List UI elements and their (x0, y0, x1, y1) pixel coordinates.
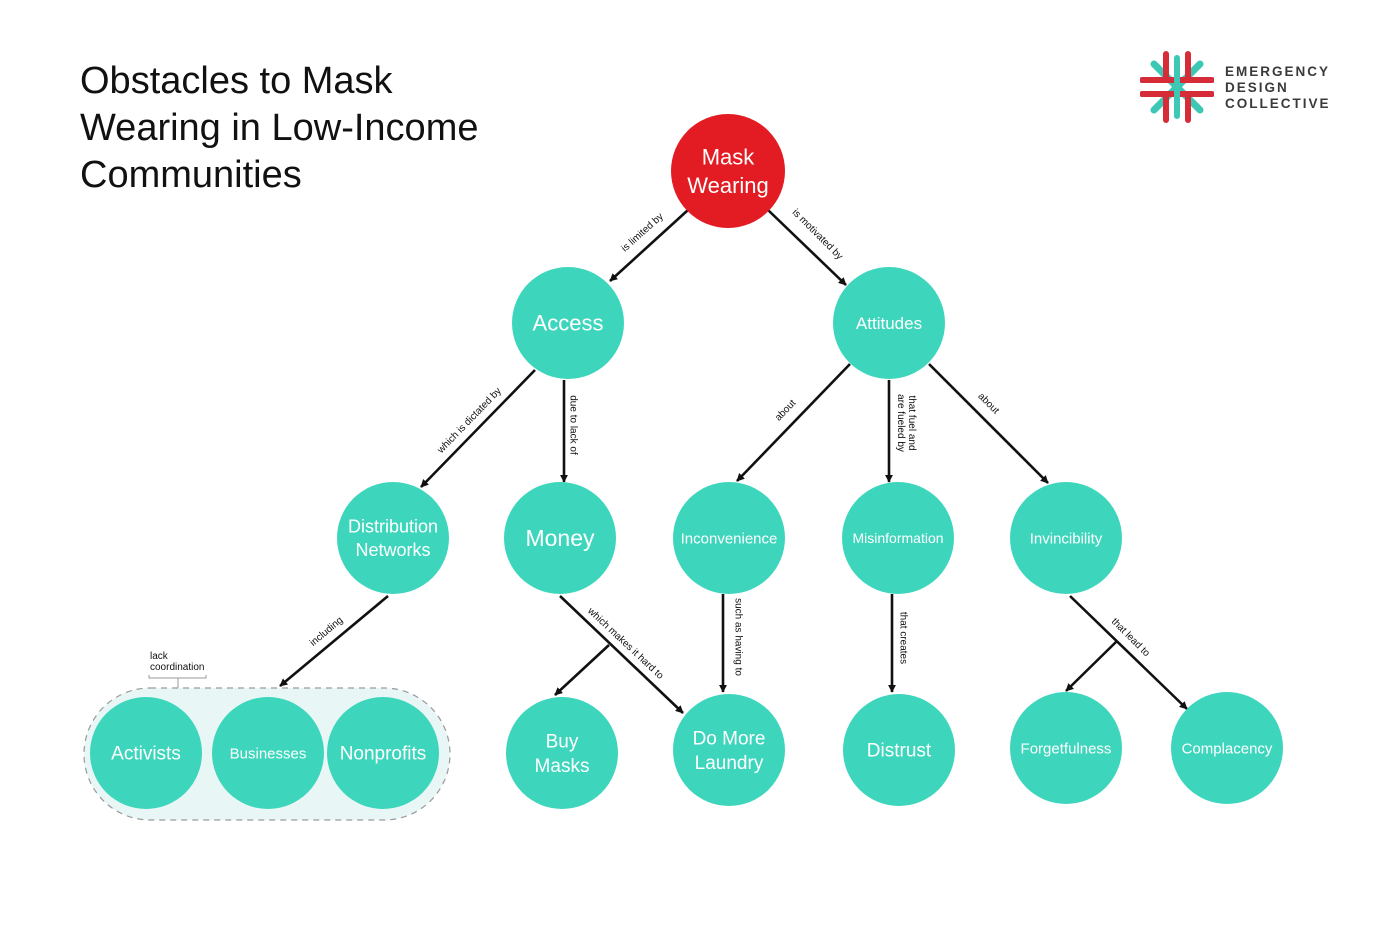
edge-label-creates: that creates (898, 612, 909, 664)
edge-money-buy-masks (554, 644, 610, 696)
edge-mask-attitudes (767, 209, 847, 286)
node-label-money: Money (525, 525, 595, 551)
node-label-forgetfulness: Forgetfulness (1021, 740, 1112, 757)
title-line-2: Wearing in Low-Income (80, 107, 479, 149)
node-label-misinformation: Misinformation (852, 530, 943, 546)
logo-wordmark: EMERGENCY DESIGN COLLECTIVE (1225, 64, 1331, 112)
node-label-access: Access (533, 311, 604, 336)
node-businesses (212, 697, 324, 809)
node-label-businesses: Businesses (230, 745, 307, 762)
node-misinformation (842, 482, 954, 594)
node-label-invincibility: Invincibility (1030, 530, 1103, 547)
node-complacency (1171, 692, 1283, 804)
edge-label-dictated: which is dictated by (435, 386, 504, 457)
group-note-bracket (148, 675, 207, 688)
edge-label-limited: is limited by (620, 211, 666, 254)
edge-label-lack-of: due to lack of (568, 395, 579, 455)
node-access (512, 267, 624, 379)
edge-access-distribution (420, 369, 536, 488)
edge-mask-access (609, 209, 689, 282)
node-mask (671, 114, 785, 228)
logo-line-2: DESIGN (1225, 80, 1289, 95)
node-invincibility (1010, 482, 1122, 594)
node-label-activists: Activists (111, 744, 181, 765)
edge-label-fuel: that fuel andare fueled by (895, 394, 917, 452)
edge-label-motivated: is motivated by (790, 207, 845, 262)
edge-label-including: including (308, 615, 345, 649)
title-line-3: Communities (80, 154, 302, 196)
edge-distribution-organizations (279, 595, 389, 687)
edge-label-such-as: such as having to (733, 598, 744, 676)
edge-attitudes-inconvenience (736, 363, 851, 482)
title-line-1: Obstacles to Mask (80, 60, 393, 102)
node-label-complacency: Complacency (1182, 740, 1273, 757)
node-inconvenience (673, 482, 785, 594)
node-attitudes (833, 267, 945, 379)
node-forgetfulness (1010, 692, 1122, 804)
edge-attitudes-invincibility (928, 363, 1049, 484)
node-laundry (673, 694, 785, 806)
diagram-title: Obstacles to Mask Wearing in Low-Income … (80, 58, 540, 199)
node-distribution (337, 482, 449, 594)
node-label-inconvenience: Inconvenience (681, 530, 778, 547)
edge-invincibility-forgetfulness (1065, 640, 1118, 692)
logo-mark-icon (1139, 51, 1215, 123)
node-nonprofits (327, 697, 439, 809)
edge-money-laundry (559, 595, 684, 714)
emergency-design-collective-logo: EMERGENCY DESIGN COLLECTIVE (1139, 50, 1360, 124)
logo-line-1: EMERGENCY (1225, 64, 1331, 79)
edge-invincibility-complacency (1069, 595, 1188, 710)
logo-line-3: COLLECTIVE (1225, 96, 1331, 111)
node-label-distrust: Distrust (867, 741, 932, 762)
node-distrust (843, 694, 955, 806)
node-activists (90, 697, 202, 809)
node-money (504, 482, 616, 594)
edge-label-hard-to: which makes it hard to (584, 605, 665, 682)
node-buy-masks (506, 697, 618, 809)
node-label-attitudes: Attitudes (856, 314, 922, 333)
node-label-nonprofits: Nonprofits (340, 744, 427, 765)
